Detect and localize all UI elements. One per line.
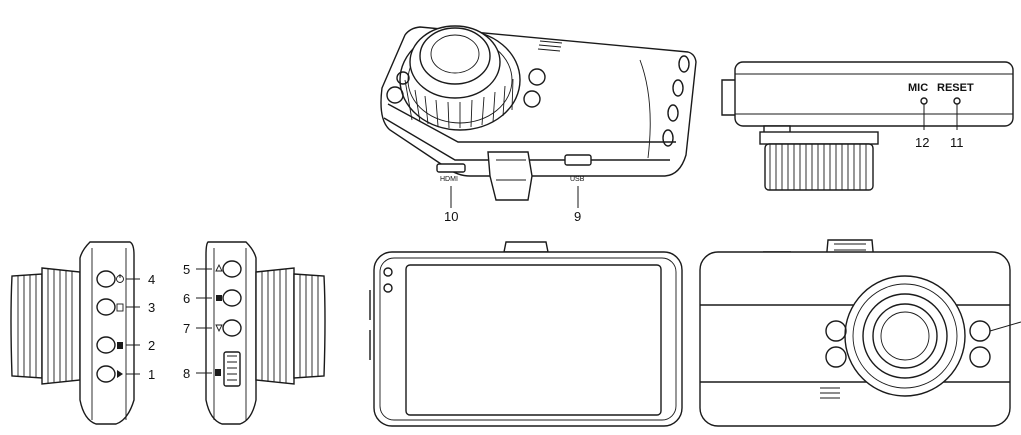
callout-8: 8 — [183, 366, 190, 381]
up-arrow-icon — [215, 263, 223, 272]
front-ir-led-1 — [825, 320, 847, 342]
left-buttons — [96, 270, 116, 383]
button-7[interactable] — [222, 319, 242, 337]
camera-left-side-view: 4 3 2 1 — [10, 241, 155, 425]
callout-2: 2 — [148, 338, 155, 353]
callout-9: 9 — [574, 209, 581, 224]
button-4[interactable] — [96, 270, 116, 288]
hdmi-port-label: HDMI — [440, 176, 458, 183]
callout-1: 1 — [148, 367, 155, 382]
menu-icon — [117, 342, 123, 349]
camera-front-view — [699, 239, 1021, 427]
front-speaker-grille — [820, 387, 840, 399]
callout-5: 5 — [183, 262, 190, 277]
callout-4: 4 — [148, 272, 155, 287]
ok-icon — [117, 370, 123, 378]
status-led-2 — [383, 283, 393, 293]
right-buttons — [222, 260, 242, 337]
down-arrow-icon — [215, 324, 223, 333]
top-side-buttons — [662, 55, 690, 147]
callout-6: 6 — [183, 291, 190, 306]
mic-label: MIC — [908, 82, 928, 94]
camera-right-side-view: 5 6 7 8 — [183, 241, 326, 425]
right-side-lens — [255, 267, 326, 385]
camera-top-perspective-view: HDMI USB 10 9 — [380, 25, 697, 224]
usb-port: USB — [564, 154, 592, 183]
status-led-1 — [383, 267, 393, 277]
callout-7: 7 — [183, 321, 190, 336]
camera-back-screen-view — [369, 241, 683, 427]
left-side-lens — [10, 267, 81, 385]
top-lens-barrel — [399, 25, 521, 131]
button-5[interactable] — [222, 260, 242, 278]
callout-11: 11 — [950, 135, 964, 150]
front-ir-led-2 — [825, 346, 847, 368]
top-ir-led-2 — [396, 71, 410, 85]
top-mount-bracket — [487, 151, 533, 201]
reset-label: RESET — [937, 82, 974, 94]
button-6[interactable] — [222, 289, 242, 307]
front-ir-led-4 — [969, 346, 991, 368]
record-icon — [216, 295, 222, 301]
top-ir-led-1 — [386, 86, 404, 104]
top-ir-led-3 — [528, 68, 546, 86]
front-lens — [844, 275, 966, 397]
button-2[interactable] — [96, 336, 116, 354]
hdmi-port: HDMI — [436, 163, 466, 183]
mode-icon — [116, 303, 124, 312]
button-1[interactable] — [96, 365, 116, 383]
sd-card-slot — [223, 351, 241, 387]
usb-port-label: USB — [570, 176, 585, 183]
top-speaker-grille — [537, 40, 563, 52]
edge-lens — [759, 131, 879, 191]
callout-3: 3 — [148, 300, 155, 315]
power-icon — [116, 274, 124, 283]
top-ir-led-4 — [523, 90, 541, 108]
back-mount-tab — [503, 241, 549, 253]
lcd-screen — [405, 264, 662, 416]
sd-card-icon — [215, 369, 221, 376]
camera-top-edge-view: MIC RESET 12 11 — [721, 61, 1014, 191]
callout-12: 12 — [915, 135, 929, 150]
button-3[interactable] — [96, 298, 116, 316]
callout-10: 10 — [444, 209, 458, 224]
